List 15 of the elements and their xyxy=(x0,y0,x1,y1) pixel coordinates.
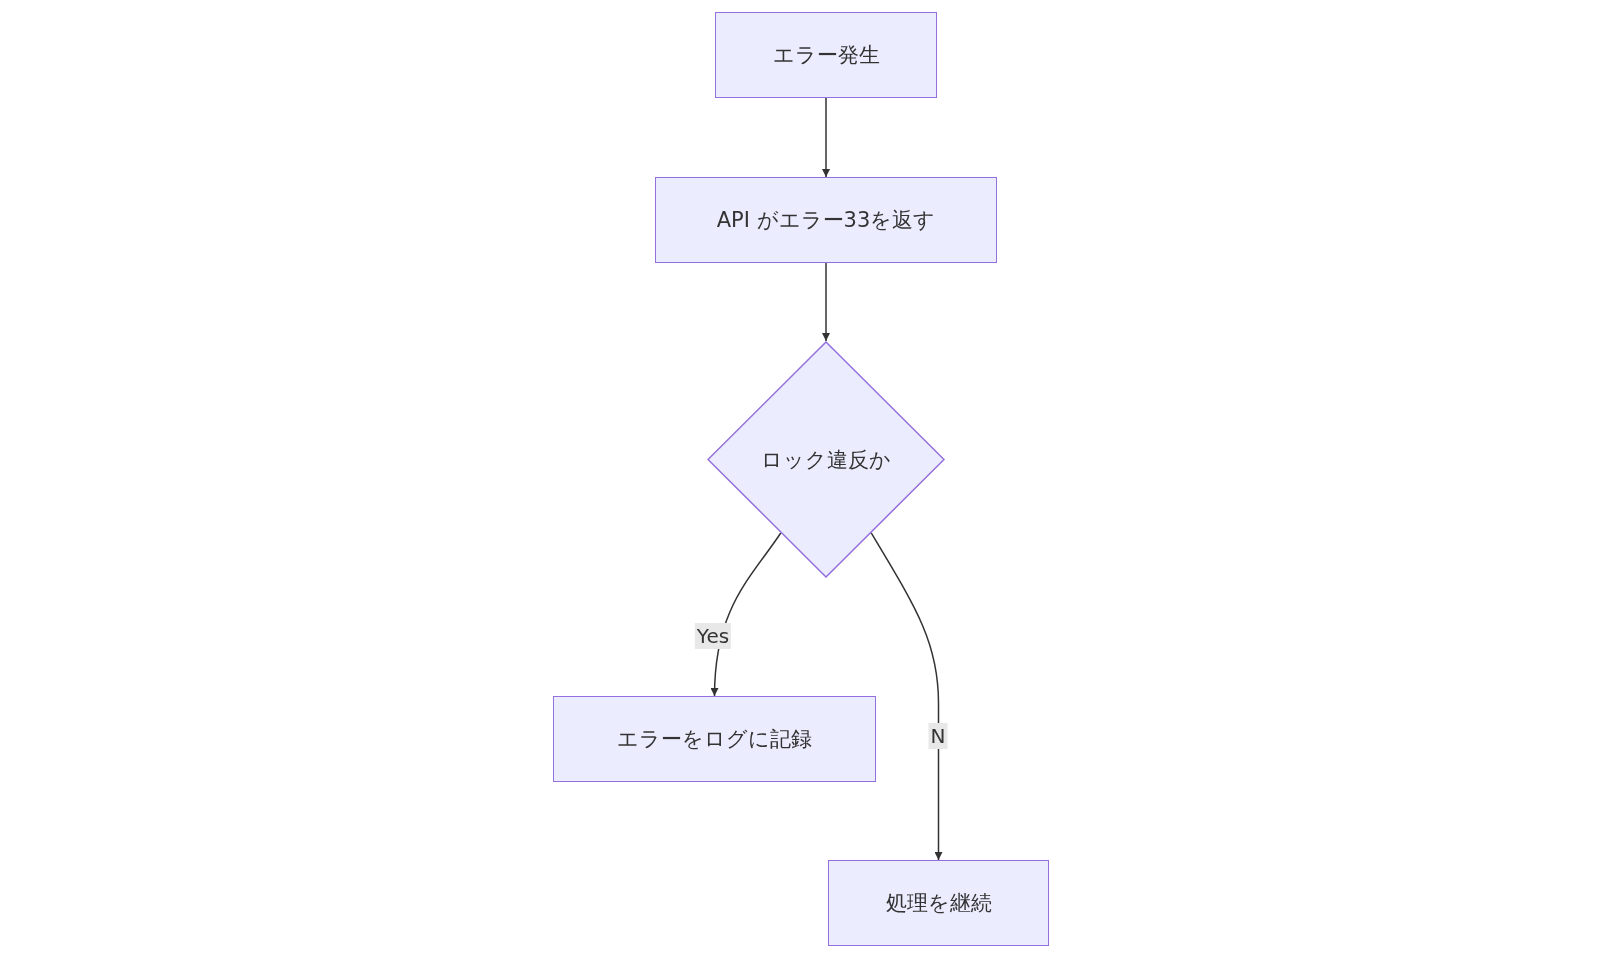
process-box xyxy=(655,177,997,263)
node-text: 処理を継続 xyxy=(885,890,992,917)
edge-label: Yes xyxy=(694,623,732,649)
node-text: エラーをログに記録 xyxy=(617,726,812,753)
process-box xyxy=(553,696,876,782)
node-text: ロック違反か xyxy=(761,446,891,474)
arrow xyxy=(870,532,943,861)
arrow xyxy=(822,262,830,342)
edge-label: N xyxy=(928,723,948,749)
node-text: API がエラー33を返す xyxy=(716,207,936,234)
process-box xyxy=(828,860,1049,946)
arrow xyxy=(822,97,830,178)
decision-diamond xyxy=(707,341,945,578)
node-text: エラー発生 xyxy=(772,42,880,69)
process-box xyxy=(715,12,937,98)
